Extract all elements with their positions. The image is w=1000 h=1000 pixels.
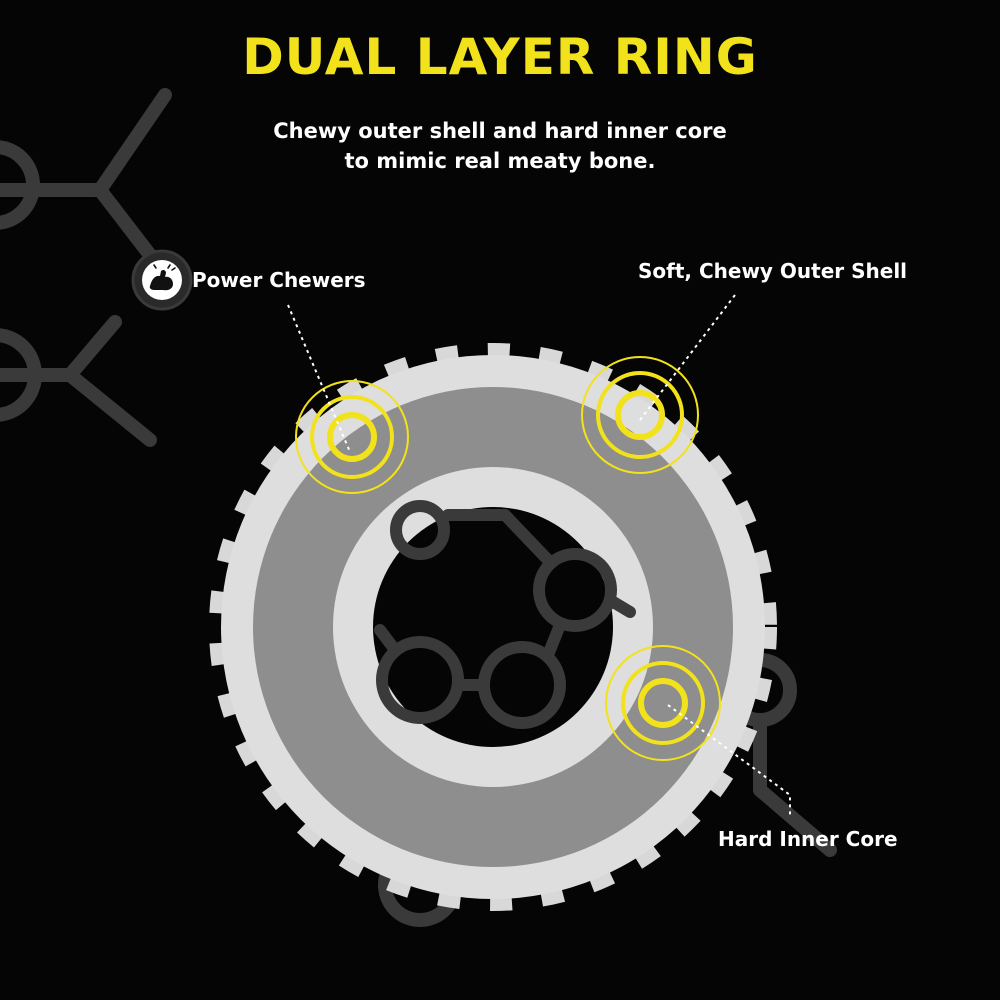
subtitle-line: Chewy outer shell and hard inner core	[273, 119, 727, 143]
flexing-arm-icon	[131, 249, 193, 311]
callout-inner-core: Hard Inner Core	[718, 827, 898, 851]
subtitle-line: to mimic real meaty bone.	[344, 149, 656, 173]
outer-shell-teeth	[209, 343, 777, 911]
callout-power-chewers: Power Chewers	[192, 268, 366, 292]
leader-line-shell	[639, 294, 736, 421]
leader-line-power	[287, 304, 351, 453]
target-marker-power	[295, 380, 409, 494]
page-title: DUAL LAYER RING	[242, 28, 758, 86]
leader-line-core	[667, 704, 791, 815]
dual-layer-ring	[209, 343, 777, 911]
page-subtitle: Chewy outer shell and hard inner core to…	[0, 116, 1000, 176]
hex-pattern-through-hole	[374, 500, 636, 729]
callout-outer-shell: Soft, Chewy Outer Shell	[638, 259, 908, 283]
leader-lines	[287, 294, 791, 815]
target-marker-shell	[581, 356, 699, 474]
target-marker-core	[605, 645, 721, 761]
hex-pattern-left	[0, 88, 172, 447]
